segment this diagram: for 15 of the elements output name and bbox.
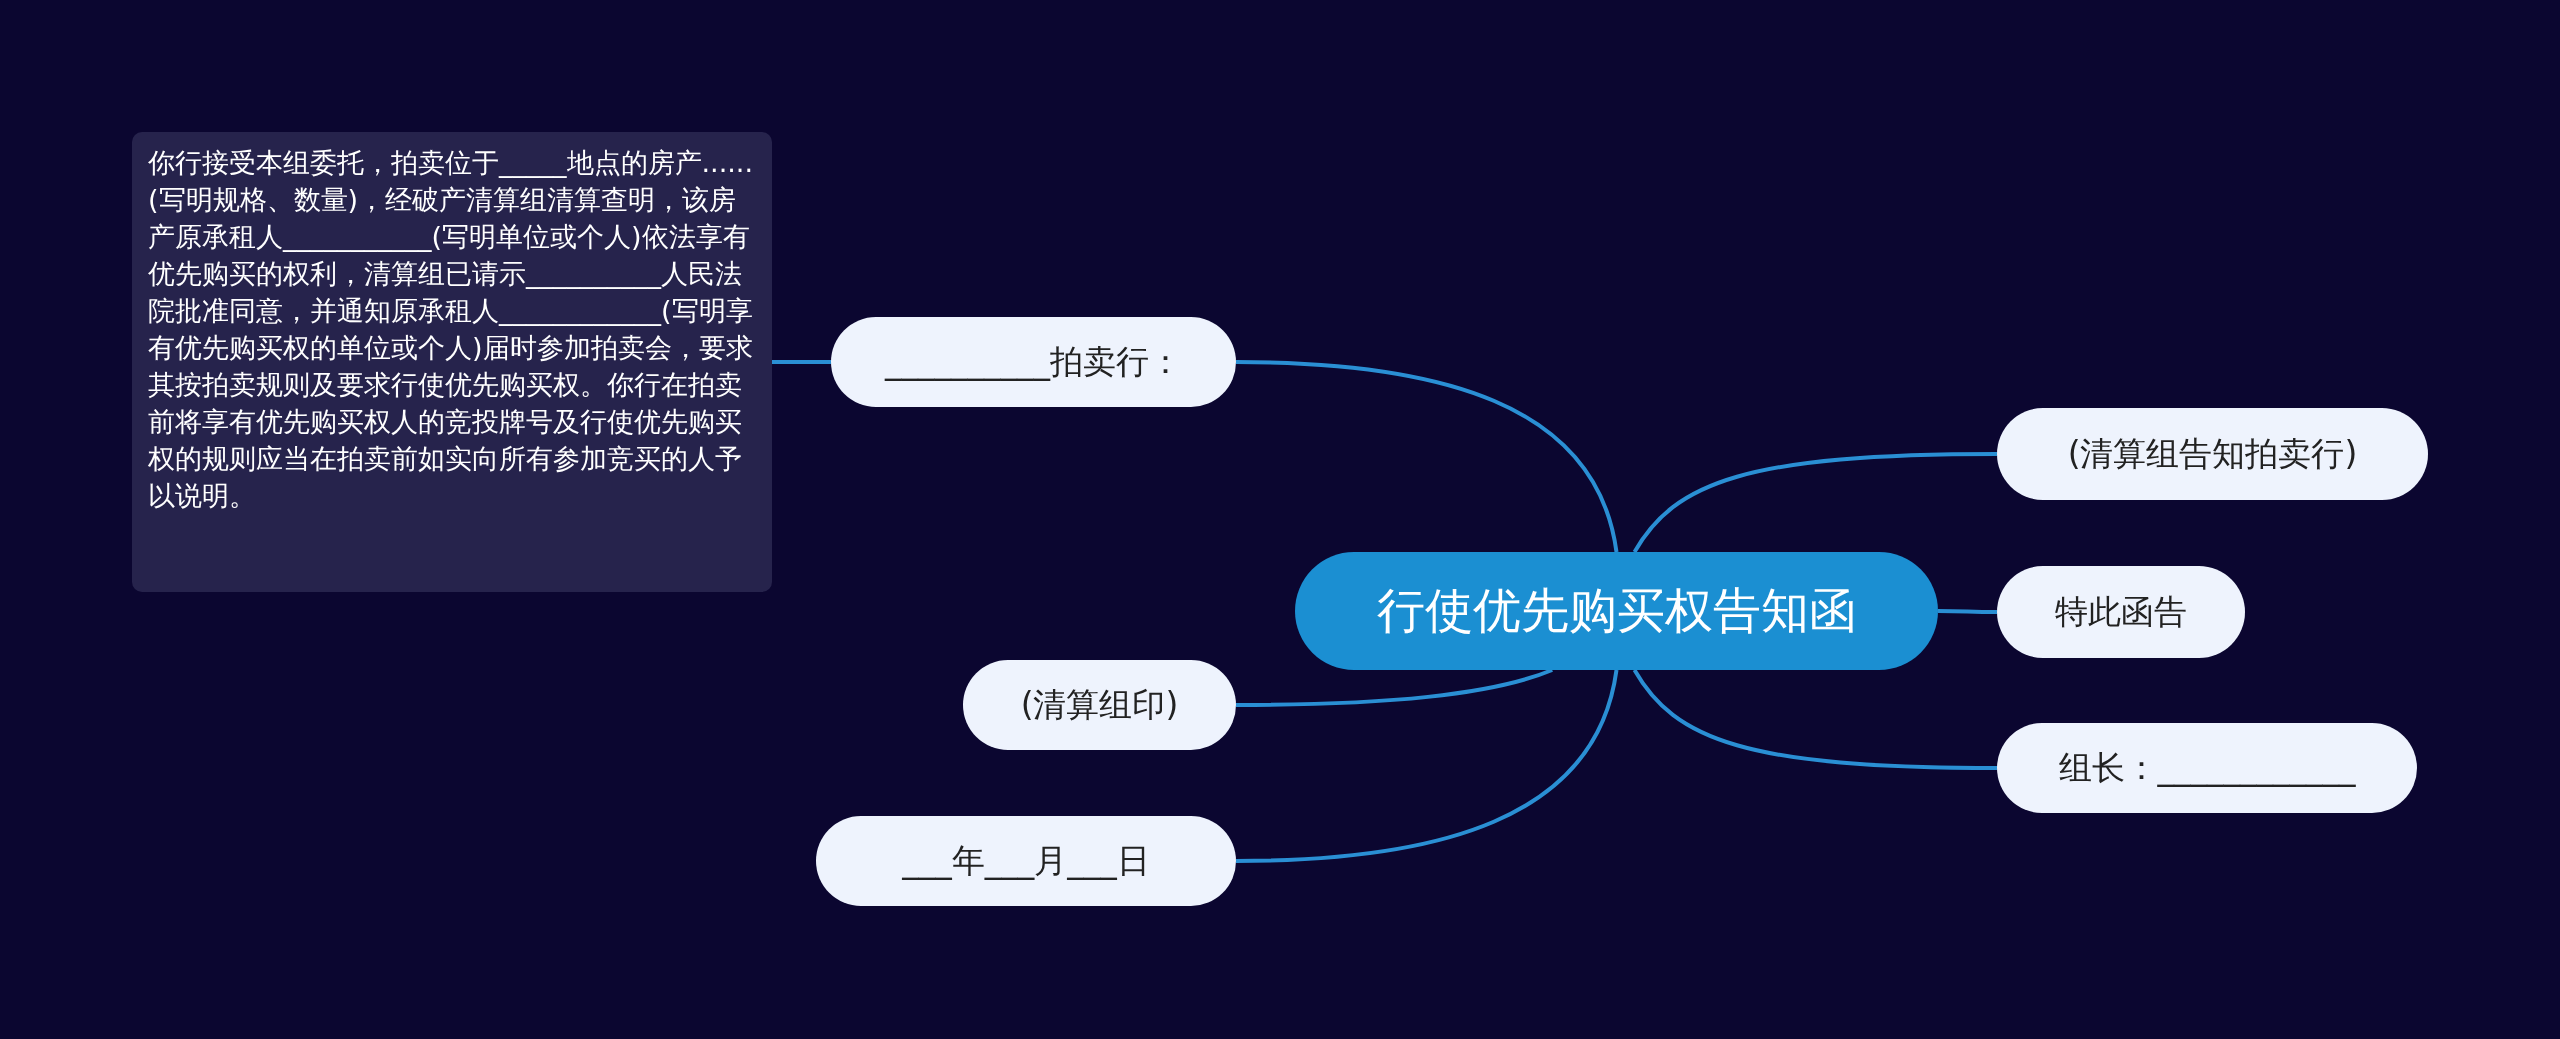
connector-line — [1632, 452, 1997, 554]
connector-line — [1236, 668, 1553, 707]
topic-box: 行使优先购买权告知函 — [1295, 552, 1938, 670]
connector-line — [1938, 609, 1997, 614]
topic-box: ___年___月___日 — [816, 816, 1236, 906]
connector-line — [772, 360, 831, 364]
topic-box: (清算组告知拍卖行) — [1997, 408, 2428, 500]
connector-line — [1235, 669, 1619, 863]
note-box: 你行接受本组委托，拍卖位于_____地点的房产......(写明规格、数量)，经破产清算组清算查明，该房产原承租人___________(写明单位或个人)依法享有优先购买的权利，清算组已请示__________人民法院批准同意，并通知原承租人____________(写明享有优先购买权的单位或个人)届时参加拍卖会，要求其按拍卖规则及要求行使优先购买权。你行在拍卖前将享有优先购买权人的竞投牌号及行使优先购买权的规则应当在拍卖前如实向所有参加竞买的人予以说明。 — [132, 132, 772, 592]
connector-line — [1632, 668, 1997, 770]
topic-box: 特此函告 — [1997, 566, 2245, 658]
connector-line — [1235, 360, 1619, 553]
topic-box: (清算组印) — [963, 660, 1236, 750]
topic-box: __________拍卖行： — [831, 317, 1236, 407]
topic-box: 组长：____________ — [1997, 723, 2417, 813]
